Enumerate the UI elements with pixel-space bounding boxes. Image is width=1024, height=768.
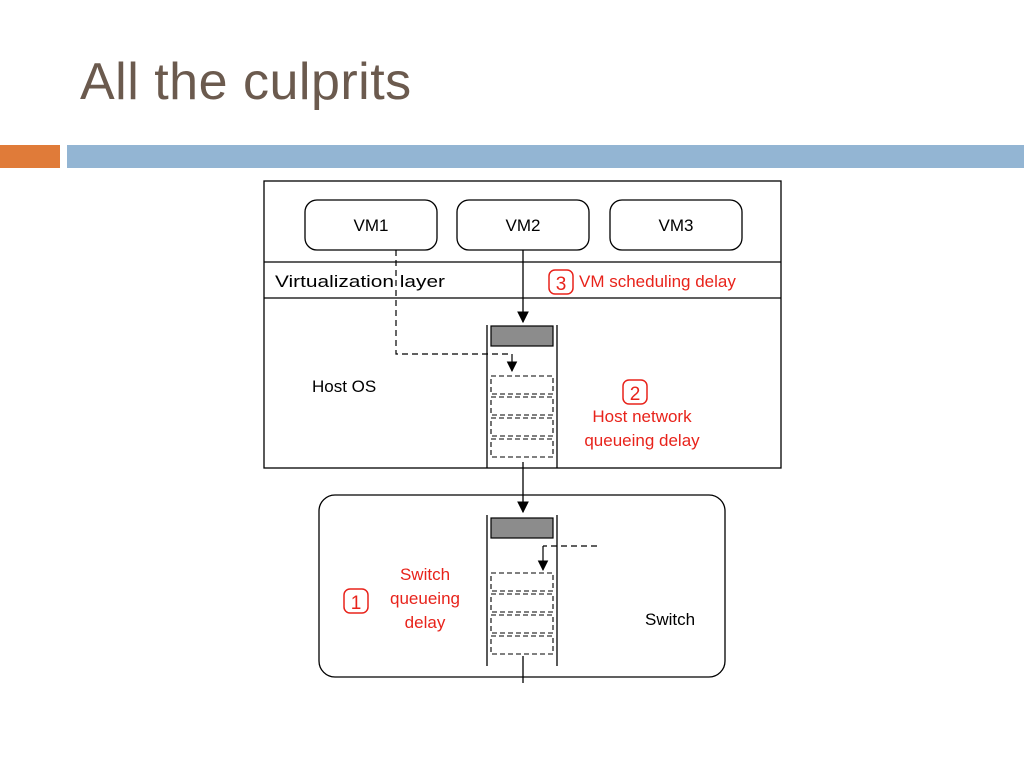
vm-label-2: VM2	[506, 216, 541, 235]
host-queue	[486, 325, 558, 468]
switch-label: Switch	[645, 610, 695, 629]
vm-label-1: VM1	[354, 216, 389, 235]
delay-3-annotation: 3 VM scheduling delay	[548, 269, 736, 295]
delay-3-text: VM scheduling delay	[579, 272, 736, 291]
delay-1-line3: delay	[405, 613, 446, 632]
host-queue-slot	[490, 438, 554, 458]
delay-2-number: 2	[630, 384, 641, 405]
host-os-label: Host OS	[312, 377, 376, 396]
host-queue-slot	[490, 396, 554, 416]
delay-1-line2: queueing	[390, 589, 460, 608]
host-queue-slot	[490, 375, 554, 395]
delay-3-number: 3	[556, 274, 567, 295]
vm1-dashed-path	[395, 250, 512, 355]
vm-label-3: VM3	[659, 216, 694, 235]
switch-queue-slot	[490, 614, 554, 634]
delay-2-annotation: 2 Host network queueing delay	[584, 379, 700, 450]
host-queue-packet	[490, 325, 554, 347]
title-accent-blue-bar	[67, 145, 1024, 168]
switch-queue-packet	[490, 517, 554, 539]
delay-2-line2: queueing delay	[584, 431, 700, 450]
switch-queue	[486, 515, 558, 666]
vm-box-1: VM1	[304, 199, 438, 251]
slide-title: All the culprits	[80, 53, 412, 111]
delay-2-line1: Host network	[592, 407, 692, 426]
vm-box-2: VM2	[456, 199, 590, 251]
vm-box-3: VM3	[609, 199, 743, 251]
delay-1-number: 1	[351, 593, 362, 614]
switch-queue-slot	[490, 593, 554, 613]
switch-box	[318, 494, 726, 678]
delay-1-line1: Switch	[400, 565, 450, 584]
virtualization-layer-label: Virtualization layer	[275, 272, 445, 291]
title-accent-orange-bar	[0, 145, 60, 168]
host-queue-slot	[490, 417, 554, 437]
switch-queue-slot	[490, 572, 554, 592]
delay-1-annotation: 1 Switch queueing delay	[343, 565, 460, 632]
switch-queue-slot	[490, 635, 554, 655]
